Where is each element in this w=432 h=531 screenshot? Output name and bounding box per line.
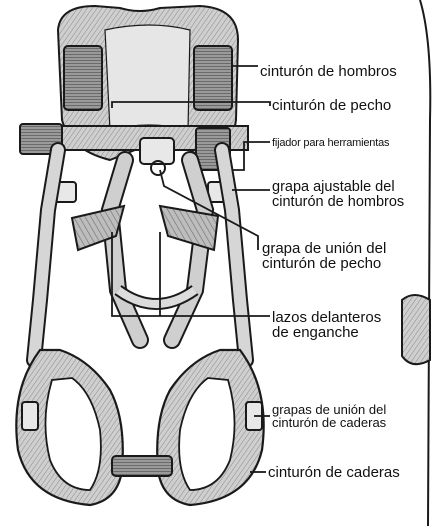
label-shoulder-clip: grapa ajustable del cinturón de hombros [272, 180, 404, 209]
label-chest-belt-text: cinturón de pecho [272, 98, 391, 113]
back-pad-center [105, 25, 190, 130]
label-hip-belt: cinturón de caderas [268, 465, 400, 480]
label-chest-clip: grapa de unión del cinturón de pecho [262, 241, 386, 271]
label-hip-clips: grapas de unión del cinturón de caderas [272, 403, 386, 429]
label-hip-belt-text: cinturón de caderas [268, 465, 400, 480]
label-front-loops-line1: lazos delanteros [272, 310, 381, 325]
second-harness-edge [420, 0, 430, 526]
label-front-loops-line2: de enganche [272, 325, 381, 340]
second-harness-piece [402, 295, 430, 364]
label-hip-clips-line2: cinturón de caderas [272, 416, 386, 429]
label-shoulder-belt: cinturón de hombros [260, 64, 397, 79]
seat-strap [112, 456, 172, 476]
shoulder-pad-right [194, 46, 232, 110]
label-shoulder-clip-line2: cinturón de hombros [272, 195, 404, 210]
label-tool-holder-text: fijador para herramientas [272, 138, 389, 149]
label-shoulder-clip-line1: grapa ajustable del [272, 180, 404, 195]
label-front-loops: lazos delanteros de enganche [272, 310, 381, 340]
label-chest-clip-line1: grapa de unión del [262, 241, 386, 256]
shoulder-pad-left [64, 46, 102, 110]
strap-right-diagonal-fill [172, 160, 205, 340]
hip-clip-left [22, 402, 38, 430]
label-chest-belt: cinturón de pecho [272, 98, 391, 113]
label-chest-clip-line2: cinturón de pecho [262, 256, 386, 271]
label-shoulder-belt-text: cinturón de hombros [260, 64, 397, 79]
label-tool-holder: fijador para herramientas [272, 138, 389, 149]
